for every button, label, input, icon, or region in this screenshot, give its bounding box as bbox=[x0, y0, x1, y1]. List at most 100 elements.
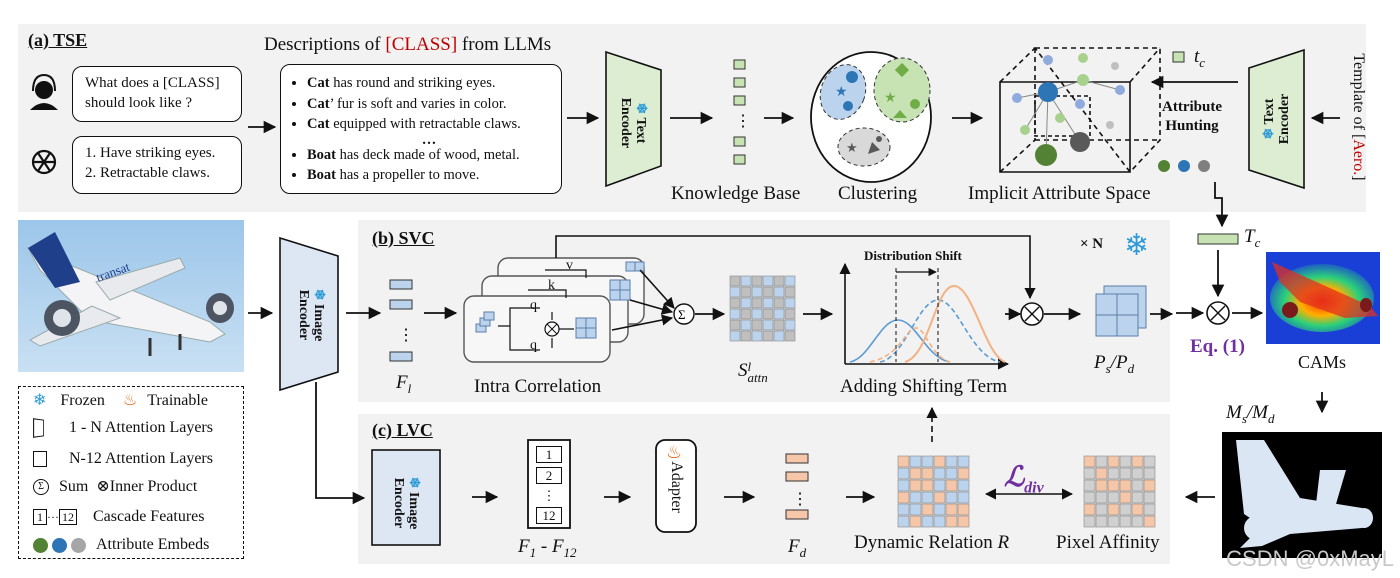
attribute-dots-icon bbox=[33, 536, 90, 553]
Tc-embedding bbox=[1197, 233, 1239, 245]
mask-image bbox=[1222, 432, 1382, 558]
descriptions-heading: Descriptions of [CLASS] from LLMs bbox=[264, 34, 552, 55]
knowledge-base-label: Knowledge Base bbox=[671, 183, 801, 204]
pixel-affinity-label: Pixel Affinity bbox=[1056, 532, 1160, 553]
matrix-cell bbox=[773, 286, 785, 298]
matrix-cell bbox=[1083, 467, 1096, 480]
watermark: CSDN @0xMayL bbox=[1226, 546, 1394, 571]
matrix-cell bbox=[784, 319, 796, 331]
matrix-cell bbox=[773, 297, 785, 309]
fl-features bbox=[389, 279, 413, 362]
legend-cascade: 1···12 Cascade Features bbox=[33, 505, 205, 529]
attribute-hunting-label: Attribute Hunting bbox=[1162, 99, 1222, 134]
implicit-space-label: Implicit Attribute Space bbox=[968, 183, 1151, 204]
dynamic-relation-label: Dynamic Relation R bbox=[854, 532, 1010, 553]
matrix-cell bbox=[740, 330, 752, 342]
matrix-cell bbox=[933, 515, 946, 528]
ms-md-label: Ms/Md bbox=[1226, 402, 1275, 426]
attribute-nodes bbox=[1012, 53, 1125, 166]
matrix-cell bbox=[729, 286, 741, 298]
matrix-cell bbox=[933, 491, 946, 504]
matrix-cell bbox=[1095, 455, 1108, 468]
text-encoder-label: ❄ Text Encoder bbox=[618, 97, 648, 149]
matrix-cell bbox=[897, 455, 910, 468]
answer-1: 1. Have striking eyes. bbox=[85, 145, 216, 161]
svg-text:Σ: Σ bbox=[678, 307, 686, 322]
matrix-cell bbox=[1131, 467, 1144, 480]
matrix-cell bbox=[1083, 503, 1096, 516]
matrix-cell bbox=[1095, 503, 1108, 516]
image-encoder-lvc-label: ❄ Image Encoder bbox=[391, 476, 421, 530]
eq-label: Eq. (1) bbox=[1190, 336, 1245, 357]
matrix-cell bbox=[1131, 455, 1144, 468]
matrix-cell bbox=[762, 319, 774, 331]
cams-image bbox=[1266, 252, 1380, 344]
matrix-cell bbox=[762, 275, 774, 287]
text-encoder-right-block bbox=[1248, 48, 1305, 190]
desc-ellipsis: … bbox=[421, 131, 437, 148]
matrix-cell bbox=[1107, 479, 1120, 492]
matrix-cell bbox=[945, 515, 958, 528]
adapter-label: Adapter bbox=[668, 461, 685, 513]
matrix-cell bbox=[921, 479, 934, 492]
matrix-cell bbox=[1143, 491, 1156, 504]
legend-frozen: ❄ Frozen ♨ Trainable bbox=[33, 392, 208, 409]
matrix-cell bbox=[921, 503, 934, 516]
matrix-cell bbox=[909, 455, 922, 468]
user-icon bbox=[30, 73, 58, 110]
matrix-cell bbox=[784, 297, 796, 309]
adapter-block bbox=[655, 439, 697, 533]
matrix-cell bbox=[1107, 515, 1120, 528]
matrix-cell bbox=[957, 503, 970, 516]
legend: ❄ Frozen ♨ Trainable 1 - N Attention Lay… bbox=[18, 386, 244, 559]
matrix-cell bbox=[1083, 515, 1096, 528]
intra-correlation-block bbox=[463, 257, 645, 363]
matrix-cell bbox=[933, 467, 946, 480]
rect-icon bbox=[33, 451, 47, 468]
matrix-cell bbox=[1119, 503, 1132, 516]
trapezoid-icon bbox=[33, 418, 45, 439]
matrix-cell bbox=[751, 297, 763, 309]
snowflake-icon: ❄ bbox=[311, 288, 326, 301]
matrix-cell bbox=[1095, 467, 1108, 480]
svg-text:⋮: ⋮ bbox=[792, 491, 808, 508]
clustering-label: Clustering bbox=[838, 183, 918, 204]
matrix-cell bbox=[1095, 479, 1108, 492]
matrix-cell bbox=[1143, 455, 1156, 468]
matrix-cell bbox=[762, 308, 774, 320]
matrix-cell bbox=[957, 479, 970, 492]
legend-attr-embeds: Attribute Embeds bbox=[33, 533, 209, 557]
matrix-cell bbox=[1107, 491, 1120, 504]
implicit-attribute-space-graphic bbox=[999, 47, 1161, 174]
f1-f12-label: F1 - F12 bbox=[518, 536, 577, 560]
cascade-item: 12 bbox=[536, 507, 562, 524]
matrix-cell bbox=[773, 308, 785, 320]
matrix-cell bbox=[1143, 479, 1156, 492]
matrix-cell bbox=[1107, 467, 1120, 480]
svg-text:⋮: ⋮ bbox=[735, 113, 751, 130]
matrix-cell bbox=[945, 467, 958, 480]
matrix-cell bbox=[1119, 467, 1132, 480]
matrix-cell bbox=[773, 330, 785, 342]
matrix-cell bbox=[740, 308, 752, 320]
matrix-cell bbox=[921, 467, 934, 480]
matrix-cell bbox=[729, 297, 741, 309]
matrix-cell bbox=[751, 286, 763, 298]
image-encoder-svc-block bbox=[279, 236, 339, 392]
matrix-cell bbox=[773, 319, 785, 331]
matrix-cell bbox=[921, 515, 934, 528]
tc-embedding-cube bbox=[1172, 51, 1185, 63]
distribution-shift-plot bbox=[839, 262, 1010, 370]
matrix-cell bbox=[897, 503, 910, 516]
inner-product-svc bbox=[1020, 302, 1044, 326]
matrix-cell bbox=[1083, 491, 1096, 504]
descriptions-box: Cat has round and striking eyes. Cat’ fu… bbox=[280, 64, 562, 194]
times-n-label: × N bbox=[1080, 236, 1104, 252]
matrix-cell bbox=[740, 275, 752, 287]
matrix-cell bbox=[784, 330, 796, 342]
matrix-cell bbox=[933, 479, 946, 492]
matrix-cell bbox=[784, 286, 796, 298]
legend-attn-1n: 1 - N Attention Layers bbox=[33, 416, 213, 440]
matrix-cell bbox=[773, 275, 785, 287]
